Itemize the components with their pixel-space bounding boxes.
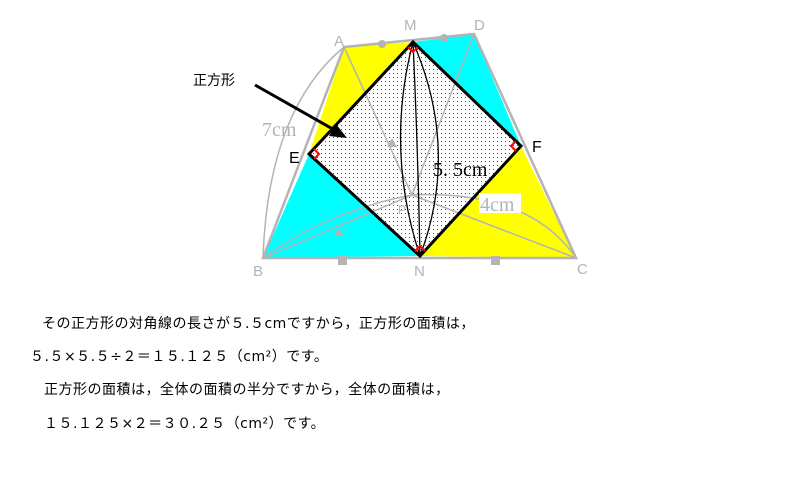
point-n-label: N [414, 263, 425, 280]
length-label-diagonal: 5. 5cm [433, 159, 488, 181]
explanation-line-2: ５.５×５.５÷２＝１５.１２５（cm²）です。 [30, 349, 329, 365]
right-angle-marks [313, 46, 517, 252]
explanation-line-1: その正方形の対角線の長さが５.５cmですから，正方形の面積は， [42, 316, 475, 332]
explanation-line-4: １５.１２５×２＝３０.２５（cm²）です。 [44, 416, 326, 432]
point-f-label: F [532, 139, 542, 156]
diagonal-mn [399, 41, 439, 257]
length-label-pc: 4cm [480, 194, 515, 216]
point-b-label: B [253, 263, 263, 280]
point-d-label: D [474, 17, 485, 34]
equal-markers [334, 34, 500, 265]
point-c-label: C [577, 261, 588, 278]
explanation-line-3: 正方形の面積は，全体の面積の半分ですから，全体の面積は， [44, 382, 450, 398]
point-e-label: E [289, 150, 300, 167]
point-m-label: M [404, 17, 417, 34]
arrow [254, 83, 347, 138]
construction-lines [261, 32, 578, 260]
callout-label: 正方形 [193, 73, 235, 89]
geometry-diagram: 正方形 A D B C N M P E F 7cm 4cm 5. 5cm [193, 17, 588, 280]
point-p-label: P [398, 203, 406, 217]
point-a-label: A [334, 33, 344, 50]
cyan-triangle-bottom-left [263, 154, 420, 258]
length-label-ab: 7cm [262, 119, 297, 141]
